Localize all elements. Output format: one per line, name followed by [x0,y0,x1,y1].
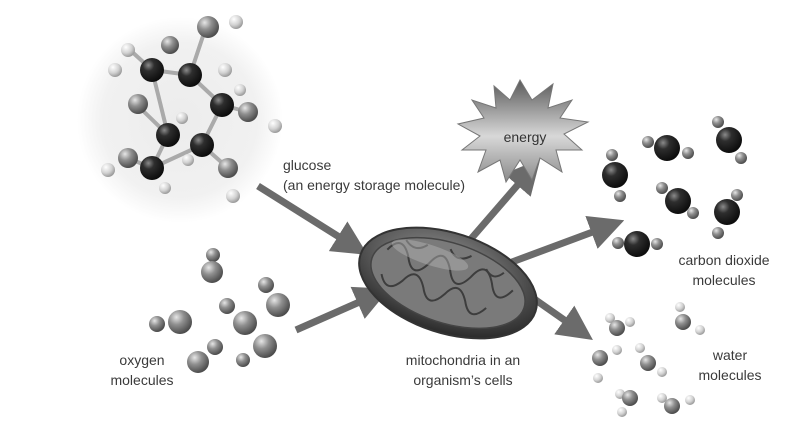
glucose-label-line2: (an energy storage molecule) [283,177,466,193]
energy-label: energy [503,129,547,145]
oxygen-molecule [149,310,192,334]
water-molecule [635,343,667,377]
mitochondria-label-line1: mitochondria in an [405,352,521,368]
co2-molecule [612,231,663,257]
oxygen-label-line1: oxygen [119,352,165,368]
co2-molecule [642,135,694,161]
co2-molecule [712,116,747,164]
oxygen-label: oxygen molecules [92,350,192,390]
arrow-mitochondria-to-co2 [510,216,625,266]
arrow-glucose-to-mitochondria [256,183,368,255]
arrow-mitochondria-to-energy [467,158,541,243]
arrows [256,158,625,341]
water-molecule [592,345,622,383]
oxygen-label-line2: molecules [110,372,174,388]
mitochondrion [358,226,538,340]
carbon-dioxide-molecules [602,116,747,257]
carbon-dioxide-label: carbon dioxide molecules [668,250,780,290]
water-molecule [657,393,695,414]
arrow-oxygen-to-mitochondria [294,286,390,334]
mitochondria-label: mitochondria in an organism’s cells [378,350,548,390]
water-molecule [615,389,638,417]
co2-molecule [602,149,628,202]
glucose-label: glucose (an energy storage molecule) [283,155,465,195]
oxygen-molecule [219,298,257,335]
mitochondria-label-line2: organism’s cells [413,372,513,388]
oxygen-molecule [187,339,223,373]
oxygen-molecule [258,277,290,317]
oxygen-molecule [201,248,223,283]
oxygen-molecules [149,248,290,373]
glucose-molecule [77,15,283,223]
glucose-atoms [101,15,282,203]
glucose-label-line1: glucose [283,157,332,173]
water-label-line2: molecules [698,367,762,383]
carbon-dioxide-label-line2: molecules [692,272,756,288]
oxygen-molecule [236,334,277,367]
energy-starburst [456,78,590,184]
water-label-line1: water [712,347,748,363]
co2-molecule [712,189,743,239]
co2-molecule [656,182,699,219]
carbon-dioxide-label-line1: carbon dioxide [678,252,770,268]
water-molecules [592,302,705,417]
water-molecule [675,302,705,335]
water-molecule [605,313,635,336]
water-label: water molecules [680,345,780,385]
